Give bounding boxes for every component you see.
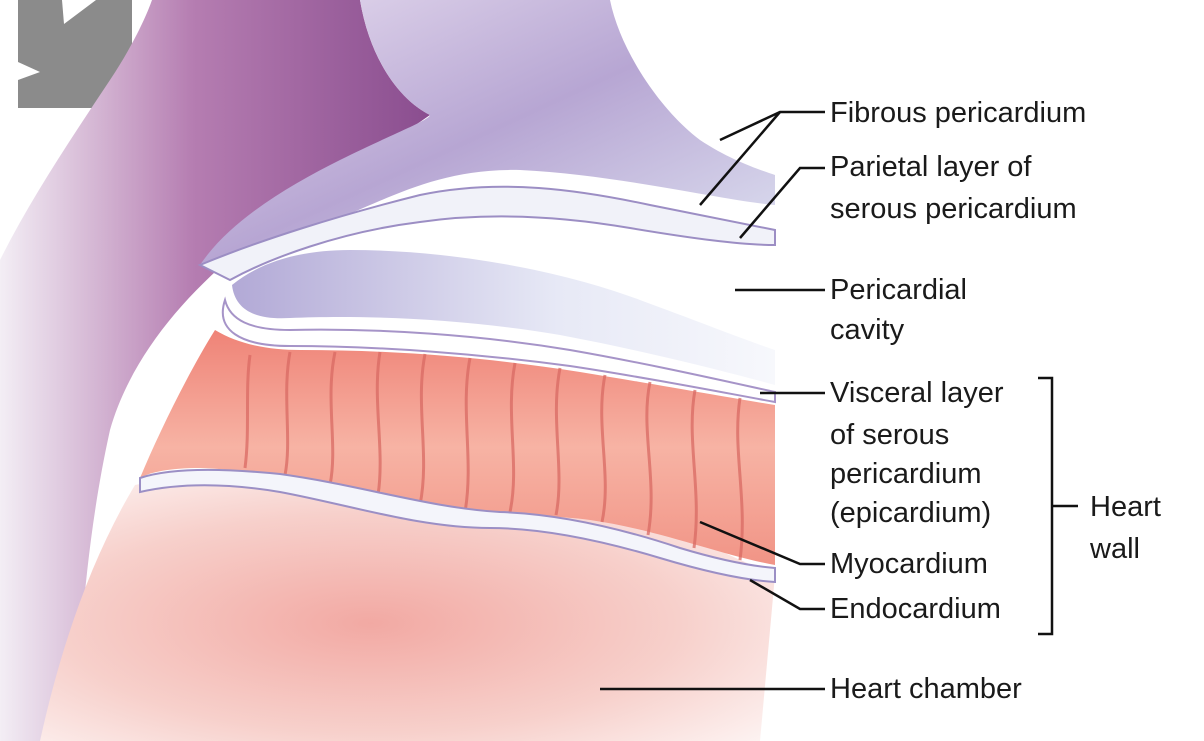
label-visceral-layer-line3: pericardium (830, 457, 982, 491)
label-parietal-layer-line1: Parietal layer of (830, 150, 1032, 184)
label-visceral-layer-line2: of serous (830, 418, 949, 452)
label-myocardium: Myocardium (830, 547, 988, 581)
label-parietal-layer-line2: serous pericardium (830, 192, 1077, 226)
label-pericardial-cavity-line2: cavity (830, 313, 904, 347)
label-heart-wall-line2: wall (1090, 532, 1140, 566)
label-visceral-layer-line1: Visceral layer (830, 376, 1004, 410)
label-visceral-layer-line4: (epicardium) (830, 496, 991, 530)
label-pericardial-cavity-line1: Pericardial (830, 273, 967, 307)
label-heart-wall-line1: Heart (1090, 490, 1161, 524)
label-fibrous-pericardium: Fibrous pericardium (830, 96, 1086, 130)
label-endocardium: Endocardium (830, 592, 1001, 626)
label-heart-chamber: Heart chamber (830, 672, 1022, 706)
